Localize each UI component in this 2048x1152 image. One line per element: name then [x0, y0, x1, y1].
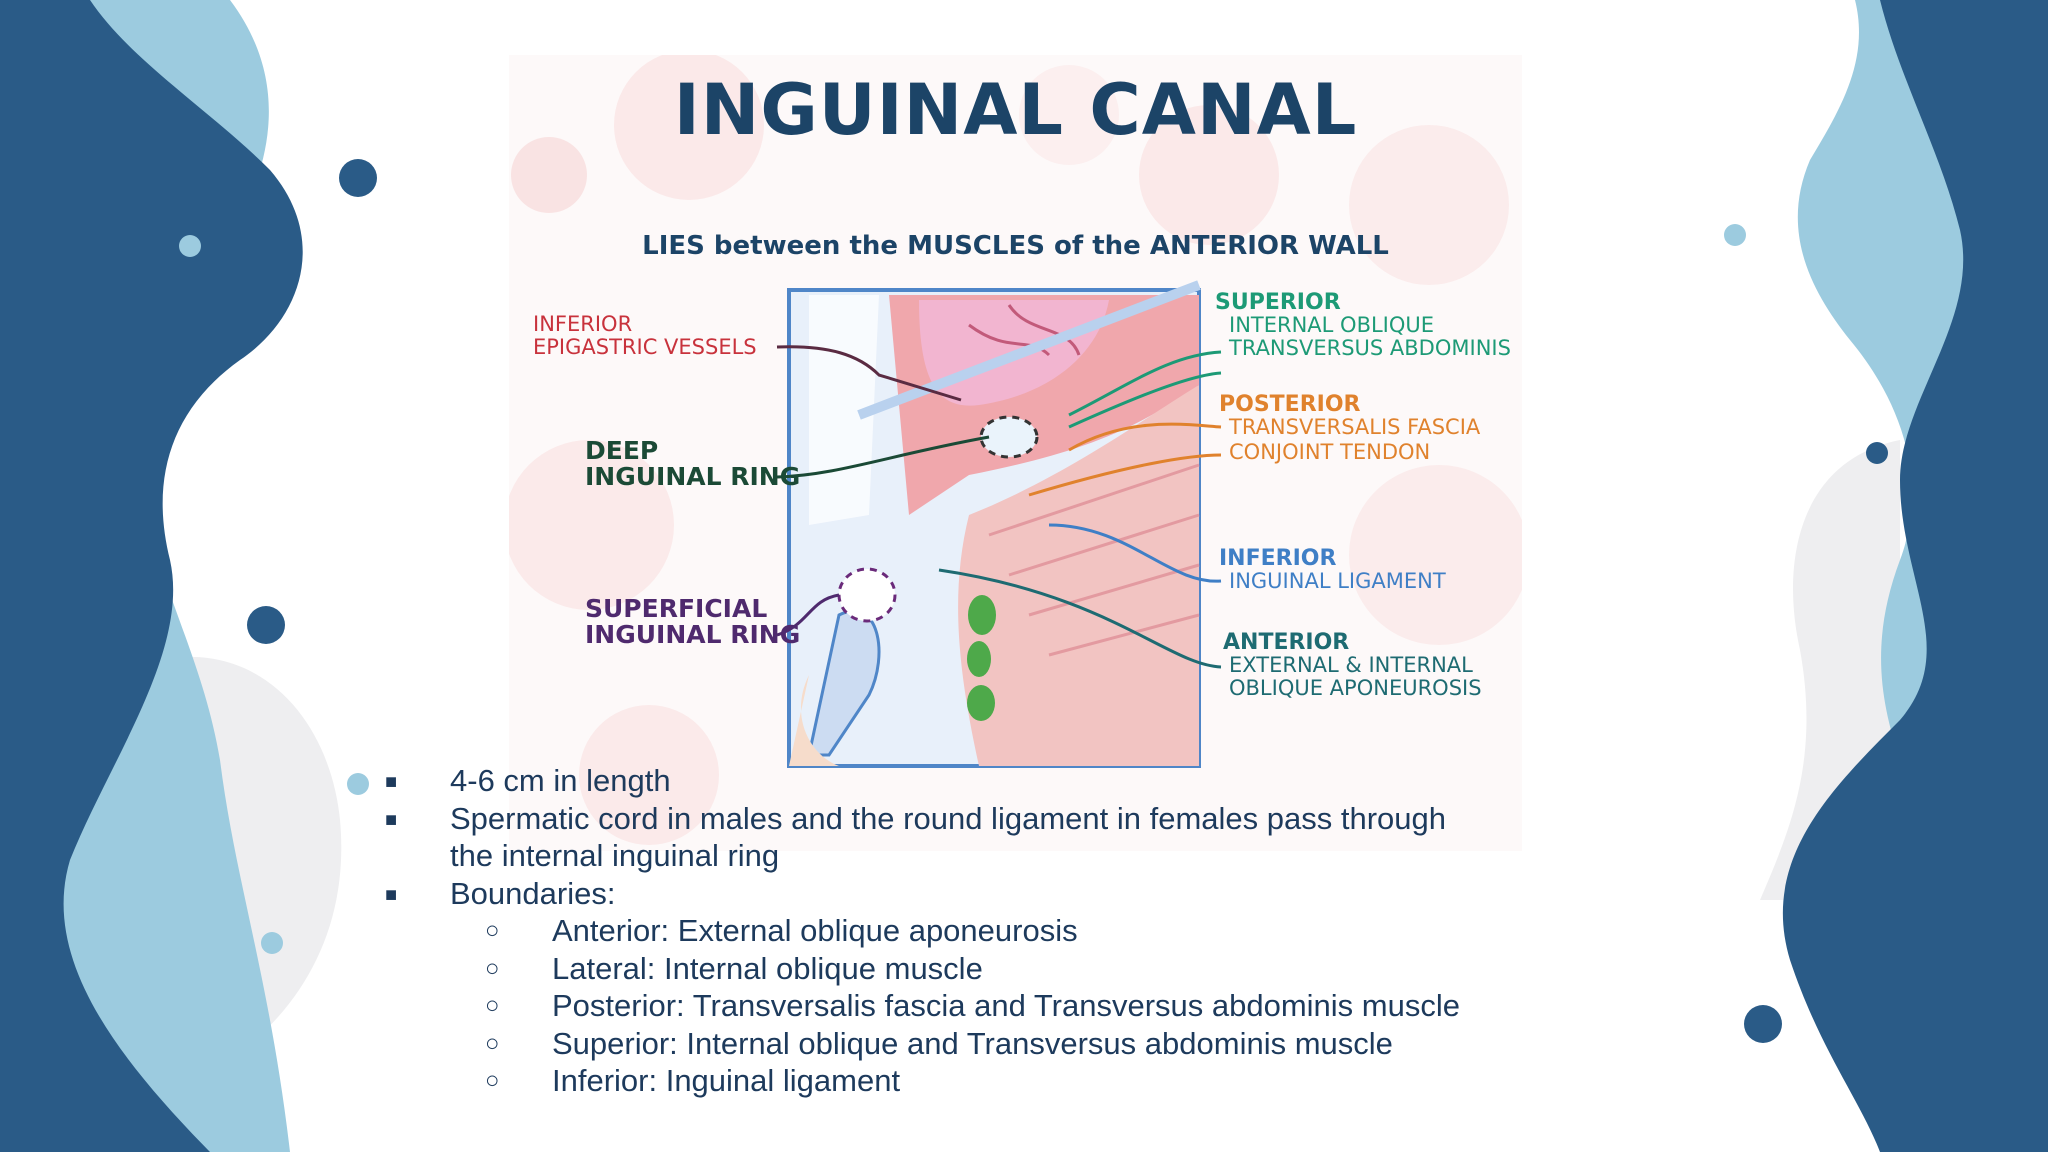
sub-bullet-marker: ○: [485, 992, 500, 1019]
bullet-marker: ■: [385, 883, 398, 906]
bullet-item: ■ Boundaries:: [385, 875, 1545, 913]
label-inferior-epigastric-2: EPIGASTRIC VESSELS: [533, 335, 757, 359]
sub-bullet-item: ○ Lateral: Internal oblique muscle: [385, 950, 1545, 988]
label-superior-1: INTERNAL OBLIQUE: [1229, 313, 1435, 337]
sub-bullet-text: Superior: Internal oblique and Transvers…: [552, 1025, 1393, 1061]
sub-bullet-marker: ○: [485, 1029, 500, 1057]
sub-bullet-item: ○ Inferior: Inguinal ligament: [385, 1062, 1545, 1100]
sub-bullet-marker: ○: [485, 954, 500, 982]
sub-bullet-text: Anterior: External oblique aponeurosis: [552, 913, 1078, 948]
label-posterior-1: TRANSVERSALIS FASCIA: [1229, 415, 1481, 439]
label-deep-ring-1: DEEP: [585, 436, 659, 465]
label-anterior-1: EXTERNAL & INTERNAL: [1229, 653, 1473, 677]
sub-bullet-marker: ○: [485, 917, 500, 944]
figure-background-illustration: [509, 55, 1522, 845]
bullet-marker: ■: [385, 808, 398, 831]
sub-bullet-item: ○ Anterior: External oblique aponeurosis: [385, 912, 1545, 950]
label-inferior-1: INGUINAL LIGAMENT: [1229, 569, 1446, 593]
sub-bullet-text: Inferior: Inguinal ligament: [552, 1063, 901, 1098]
label-inferior-epigastric-1: INFERIOR: [533, 312, 633, 336]
sub-bullet-item: ○ Posterior: Transversalis fascia and Tr…: [385, 987, 1545, 1025]
label-posterior-heading: POSTERIOR: [1219, 392, 1361, 417]
bullet-marker: ■: [385, 771, 398, 793]
bullet-text: 4-6 cm in length: [450, 763, 671, 798]
label-anterior-2: OBLIQUE APONEUROSIS: [1229, 676, 1482, 700]
bullet-item-continued: the internal inguinal ring: [385, 837, 1545, 875]
figure-title: INGUINAL CANAL: [673, 69, 1358, 151]
label-posterior-2: CONJOINT TENDON: [1229, 440, 1431, 464]
bullet-text: Boundaries:: [450, 875, 616, 911]
sub-bullet-item: ○ Superior: Internal oblique and Transve…: [385, 1025, 1545, 1063]
inguinal-canal-figure: INGUINAL CANAL LIES between the MUSCLES …: [509, 55, 1522, 851]
label-anterior-heading: ANTERIOR: [1223, 630, 1350, 655]
sub-bullet-marker: ○: [485, 1067, 500, 1094]
notes-list: ■ 4-6 cm in length ■ Spermatic cord in m…: [385, 762, 1545, 1100]
bullet-item: ■ Spermatic cord in males and the round …: [385, 800, 1545, 838]
label-superficial-ring-1: SUPERFICIAL: [585, 594, 768, 623]
label-deep-ring-2: INGUINAL RING: [585, 462, 801, 491]
label-inferior-heading: INFERIOR: [1219, 546, 1337, 571]
sub-bullet-text: Lateral: Internal oblique muscle: [552, 950, 983, 986]
sub-bullet-text: Posterior: Transversalis fascia and Tran…: [552, 988, 1460, 1023]
label-superior-heading: SUPERIOR: [1215, 290, 1341, 315]
label-superior-2: TRANSVERSUS ABDOMINIS: [1229, 336, 1511, 360]
bullet-item: ■ 4-6 cm in length: [385, 762, 1545, 800]
figure-subtitle: LIES between the MUSCLES of the ANTERIOR…: [642, 231, 1389, 261]
label-superficial-ring-2: INGUINAL RING: [585, 620, 801, 649]
bullet-text: Spermatic cord in males and the round li…: [450, 800, 1446, 836]
bullet-text: the internal inguinal ring: [450, 838, 780, 873]
